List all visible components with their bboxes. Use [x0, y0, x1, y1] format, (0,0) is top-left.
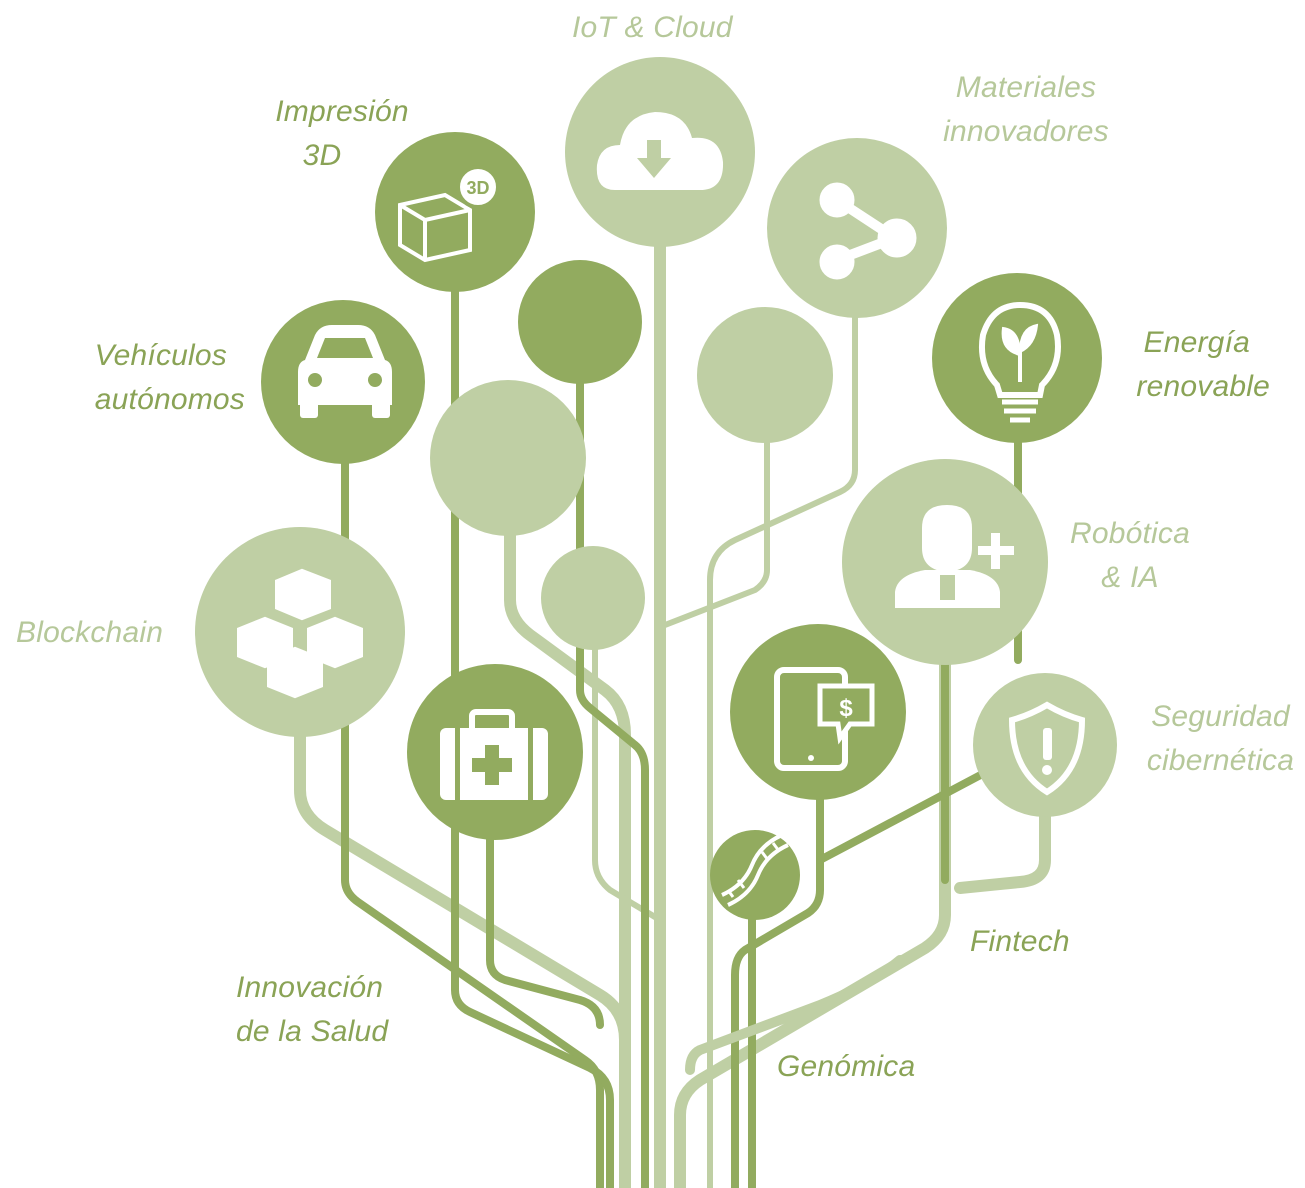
node-seguridad [973, 673, 1117, 817]
eco-lightbulb-icon [979, 301, 1061, 423]
svg-text:3D: 3D [466, 178, 489, 198]
label-seguridad: Seguridad cibernética [1146, 700, 1295, 777]
label-vehiculos: Vehículos autónomos [94, 339, 245, 416]
label-robotica: Robótica & IA [1069, 517, 1190, 594]
dark-branches [341, 276, 1022, 1188]
node-blockchain [195, 527, 405, 737]
label-materiales: Materiales innovadores [943, 71, 1109, 148]
cloud-download-icon [596, 112, 724, 190]
node-impresion-3d: 3D [375, 132, 535, 292]
decorative-circle [518, 260, 642, 384]
node-energia [932, 273, 1102, 443]
thin-light-branches [592, 297, 858, 1188]
blocks-icon [237, 568, 363, 699]
decorative-circle [697, 307, 833, 443]
warning-shield-icon [1008, 701, 1086, 796]
plain-circles [430, 260, 833, 650]
node-materiales [767, 138, 947, 318]
node-salud [407, 664, 583, 840]
decorative-circle [541, 546, 645, 650]
car-icon [298, 325, 392, 418]
node-iot-cloud [565, 57, 755, 247]
label-energia: Energía renovable [1136, 326, 1270, 403]
light-branches [294, 224, 1051, 1188]
label-salud: Innovación de la Salud [236, 971, 389, 1048]
branch-fintech [685, 955, 905, 1075]
tablet-dollar-icon: $ [774, 667, 875, 771]
node-vehiculos [261, 300, 425, 464]
dna-icon [721, 833, 789, 907]
label-blockchain: Blockchain [16, 616, 164, 649]
medical-kit-icon [440, 709, 548, 800]
label-iot-cloud: IoT & Cloud [572, 11, 733, 44]
svg-text:$: $ [839, 695, 853, 722]
add-user-icon [895, 505, 1014, 608]
decorative-circle [430, 380, 586, 536]
label-genomica: Genómica [777, 1050, 916, 1083]
3d-printing-cube-icon: 3D [398, 165, 500, 263]
node-robotica [842, 459, 1048, 665]
label-impresion: Impresión 3D [275, 95, 409, 172]
node-genomica [710, 830, 800, 920]
share-nodes-icon [819, 182, 917, 280]
label-fintech: Fintech [970, 925, 1070, 958]
node-fintech: $ [730, 624, 906, 800]
